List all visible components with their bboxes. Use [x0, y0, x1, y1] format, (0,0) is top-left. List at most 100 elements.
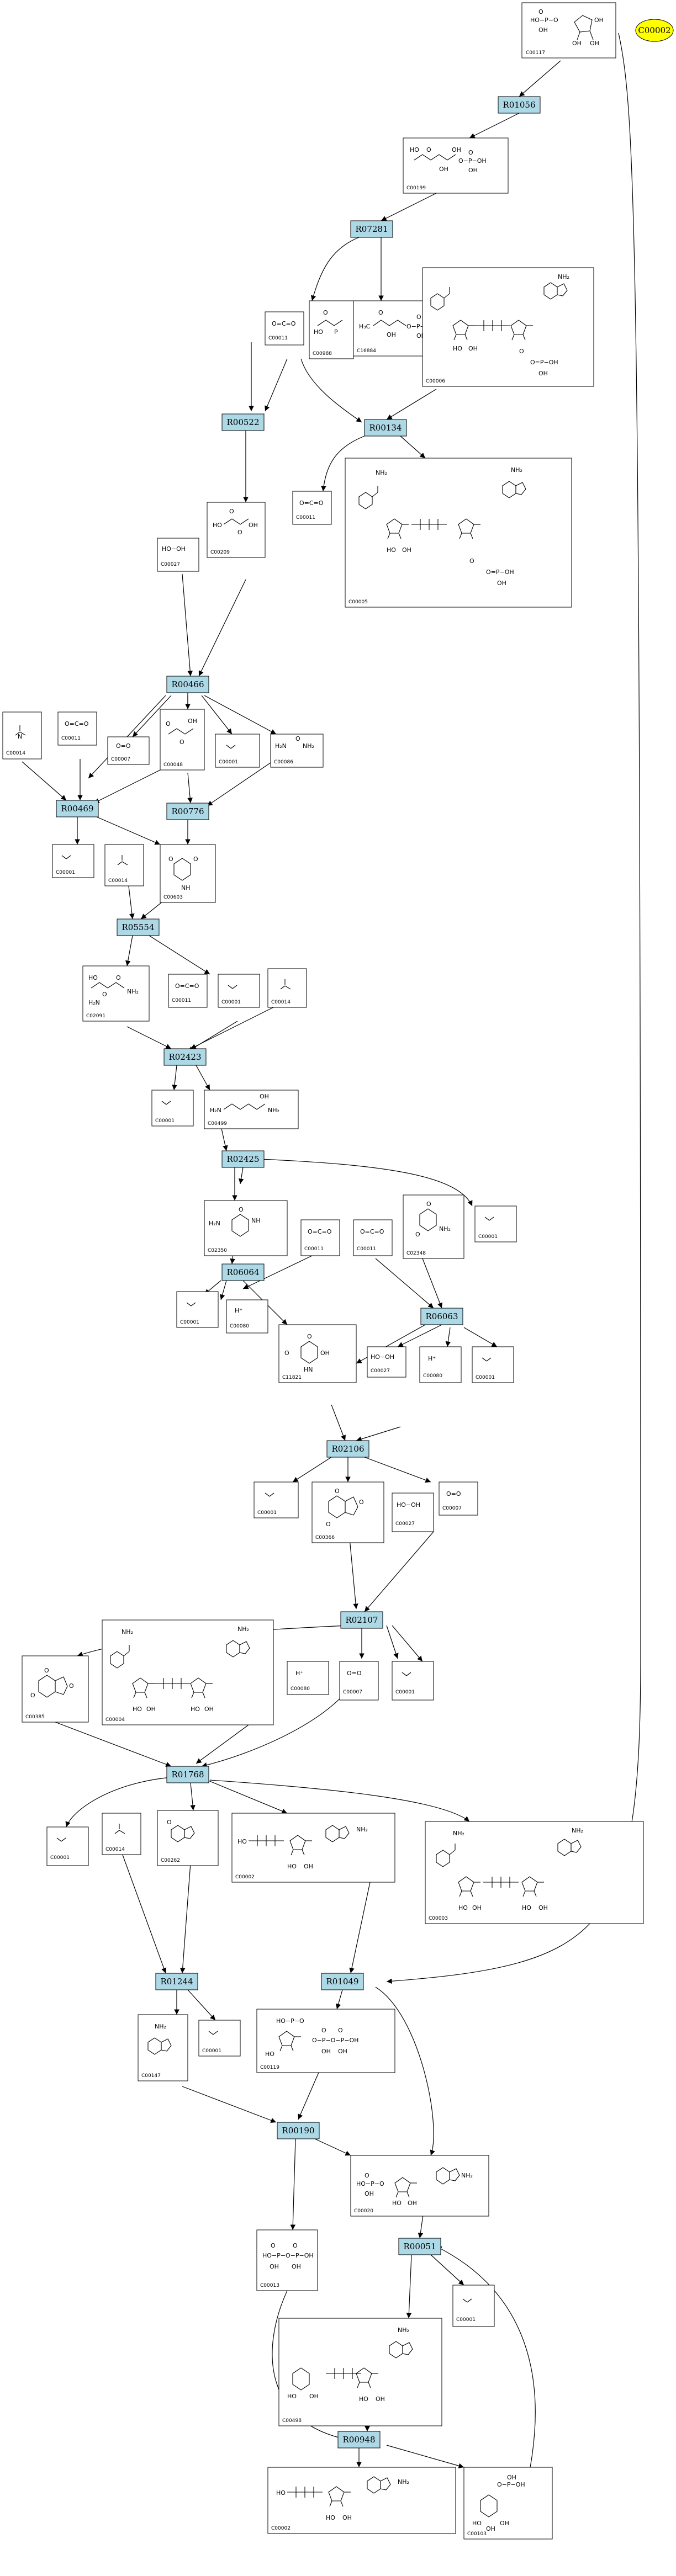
compound-c00001[interactable]: C00001 [198, 2020, 241, 2057]
reaction-r00051[interactable]: R00051 [398, 2238, 441, 2255]
reaction-r01056[interactable]: R01056 [498, 96, 541, 114]
reaction-r00190[interactable]: R00190 [277, 2122, 320, 2139]
reaction-r00522[interactable]: R00522 [221, 413, 265, 431]
compound-c00086[interactable]: H₂N NH₂ O C00086 [270, 734, 324, 768]
compound-c00080[interactable]: H⁺ C00080 [226, 1299, 268, 1334]
compound-c00027[interactable]: HO−OH C00027 [367, 1346, 406, 1378]
molecule-structure: H₂N NHO [209, 1206, 261, 1237]
compound-c00080[interactable]: H⁺ C00080 [287, 1661, 329, 1695]
compound-c00001[interactable]: C00001 [474, 1205, 517, 1242]
compound-c00011[interactable]: O=C=O C00011 [300, 1219, 340, 1256]
compound-id: C00014 [105, 1847, 125, 1852]
compound-c00080[interactable]: H⁺ C00080 [419, 1346, 462, 1383]
compound-c00027[interactable]: HO−OH C00027 [392, 1493, 434, 1532]
compound-id: C00011 [357, 1246, 376, 1252]
svg-text:O: O [538, 8, 543, 15]
compound-c00011[interactable]: O=C=O C00011 [57, 711, 97, 746]
compound-c00014[interactable]: C00014 [102, 1813, 141, 1855]
compound-c00001[interactable]: C00001 [472, 1346, 514, 1383]
compound-c00007[interactable]: O=O C00007 [107, 736, 150, 765]
compound-c00001[interactable]: C00001 [151, 1090, 194, 1127]
compound-c00001[interactable]: C00001 [254, 1481, 299, 1518]
reaction-r00134[interactable]: R00134 [364, 419, 407, 437]
reaction-r07281[interactable]: R07281 [350, 220, 393, 238]
reaction-r01244[interactable]: R01244 [155, 1973, 198, 1990]
reaction-r01768[interactable]: R01768 [166, 1766, 209, 1783]
compound-id: C00080 [230, 1324, 249, 1329]
svg-text:H₃C: H₃C [359, 323, 371, 330]
reaction-r02425[interactable]: R02425 [221, 1150, 265, 1168]
compound-c00007[interactable]: O=O C00007 [439, 1481, 478, 1516]
reaction-r00469[interactable]: R00469 [56, 800, 99, 817]
compound-id: C00001 [56, 870, 75, 875]
compound-c00366[interactable]: OOO C00366 [311, 1481, 384, 1543]
formula: O=C=O [308, 1228, 332, 1235]
reaction-r02107[interactable]: R02107 [340, 1611, 383, 1629]
compound-c00011[interactable]: O=C=O C00011 [353, 1219, 393, 1256]
reaction-r01049[interactable]: R01049 [321, 1973, 364, 1990]
compound-c00001[interactable]: C00001 [218, 974, 260, 1008]
compound-c00014[interactable]: C00014 [104, 844, 144, 886]
compound-c00011[interactable]: O=C=O C00011 [265, 311, 304, 346]
svg-text:HO: HO [387, 546, 396, 554]
svg-text:OH: OH [452, 146, 461, 153]
svg-text:OH: OH [188, 718, 197, 725]
reaction-r00466[interactable]: R00466 [166, 676, 209, 693]
compound-c00001[interactable]: C00001 [176, 1291, 219, 1328]
compound-c00001[interactable]: C00001 [52, 844, 94, 878]
compound-c00001[interactable]: C00001 [392, 1661, 434, 1701]
compound-c00001[interactable]: C00001 [215, 734, 260, 768]
svg-text:OH: OH [408, 2200, 417, 2207]
reaction-r02106[interactable]: R02106 [326, 1440, 369, 1458]
reaction-r06064[interactable]: R06064 [221, 1263, 265, 1281]
compound-c00014[interactable]: N C00014 [2, 711, 42, 759]
reaction-r02423[interactable]: R02423 [163, 1048, 207, 1066]
compound-c00147[interactable]: NH₂ C00147 [138, 2014, 188, 2081]
compound-id: C00001 [456, 2317, 476, 2323]
reaction-r00776[interactable]: R00776 [166, 803, 209, 820]
compound-id: C00988 [313, 351, 332, 357]
compound-c00007[interactable]: O=O C00007 [339, 1661, 379, 1701]
target-compound-node[interactable]: C00002 [635, 19, 674, 42]
compound-c00011[interactable]: O=C=O C00011 [292, 491, 332, 525]
reaction-r06063[interactable]: R06063 [420, 1308, 463, 1325]
compound-c00262[interactable]: O C00262 [157, 1810, 219, 1866]
compound-c02350[interactable]: H₂N NHO C02350 [204, 1200, 288, 1256]
compound-c00001[interactable]: C00001 [452, 2285, 495, 2327]
compound-id: C00002 [271, 2526, 291, 2531]
reaction-label: R06063 [425, 1311, 458, 1321]
compound-c00027[interactable]: HO−OH C00027 [157, 538, 199, 572]
svg-text:OH: OH [472, 1904, 482, 1911]
reaction-r05554[interactable]: R05554 [117, 918, 160, 936]
svg-text:O: O [323, 309, 328, 316]
compound-c00385[interactable]: OOO C00385 [22, 1655, 89, 1723]
compound-c00014[interactable]: C00014 [267, 968, 307, 1008]
compound-c00001[interactable]: C00001 [46, 1826, 89, 1866]
reaction-r00948[interactable]: R00948 [337, 2431, 381, 2448]
compound-id: C00020 [354, 2208, 373, 2214]
compound-c00011[interactable]: O=C=O C00011 [168, 974, 208, 1008]
